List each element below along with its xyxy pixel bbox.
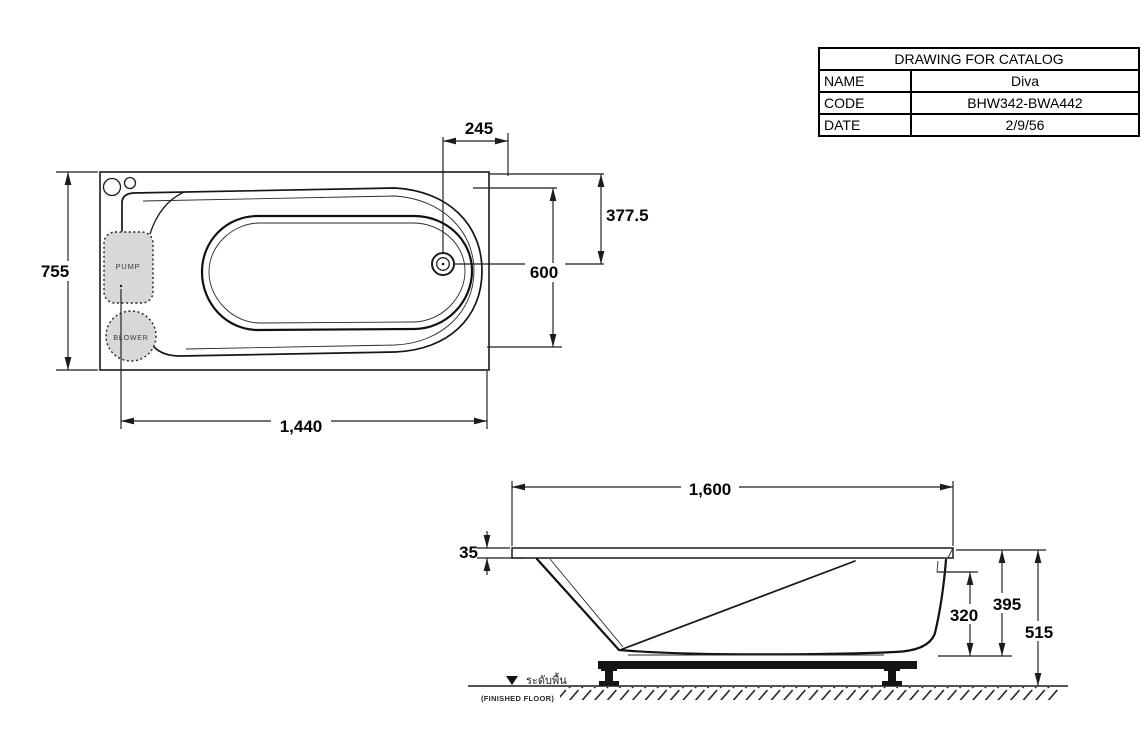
- support-bar: [598, 661, 917, 669]
- dim-overall-length: 1,600: [689, 480, 732, 499]
- title-block-label: CODE: [820, 93, 912, 113]
- jet-circle-small: [123, 176, 137, 190]
- blower-label: BLOWER: [113, 335, 148, 342]
- floor-label-thai: ระดับพื้น: [526, 672, 567, 687]
- pump-label: PUMP: [116, 262, 141, 271]
- drain: [431, 252, 455, 276]
- basin-slope-line: [619, 560, 856, 651]
- dim-inner-width: 600: [530, 263, 558, 282]
- pump-dot: [119, 284, 123, 288]
- title-block-value: 2/9/56: [1005, 117, 1045, 133]
- tub-rim-inner: [142, 195, 475, 350]
- title-block-label: NAME: [820, 71, 912, 91]
- top-view-plan: PUMP BLOWER 755 245 377.: [36, 119, 649, 436]
- floor-label-english: (FINISHED FLOOR): [481, 694, 554, 703]
- tub-shell-profile: [535, 557, 948, 656]
- title-block-label: DATE: [820, 115, 912, 135]
- rim-profile: [511, 547, 954, 559]
- dim-shell-height: 395: [993, 595, 1021, 614]
- title-block-row-date: DATE 2/9/56: [820, 113, 1138, 135]
- floor-level-marker-icon: [506, 676, 518, 685]
- title-block-value: Diva: [1010, 73, 1039, 89]
- pump-box: [103, 231, 154, 304]
- tub-rim-outer: [121, 187, 483, 357]
- tub-basin-inner-line: [208, 222, 466, 324]
- jet-circle-large: [102, 177, 122, 197]
- tub-deck-outline: [99, 171, 490, 371]
- dim-rim-thickness: 35: [459, 543, 478, 562]
- support-leg-left: [599, 668, 619, 686]
- pump-pipe: [149, 191, 185, 235]
- title-block-header: DRAWING FOR CATALOG: [894, 51, 1064, 67]
- title-block-row-name: NAME Diva: [820, 69, 1138, 91]
- blower-circle: [105, 310, 157, 362]
- dim-pump-to-end: 1,440: [280, 417, 323, 436]
- dim-overall-width: 755: [41, 262, 69, 281]
- floor-hatching: [560, 687, 1060, 700]
- dim-drain-offset: 245: [465, 119, 493, 138]
- support-leg-right: [882, 668, 902, 686]
- dim-drain-center: 377.5: [606, 206, 649, 225]
- title-block-value: BHW342-BWA442: [967, 95, 1083, 111]
- dim-basin-depth: 320: [950, 606, 978, 625]
- dim-overall-height: 515: [1025, 623, 1053, 642]
- title-block: DRAWING FOR CATALOG NAME Diva CODE BHW34…: [818, 47, 1140, 137]
- title-block-row-code: CODE BHW342-BWA442: [820, 91, 1138, 113]
- side-view-elevation: ระดับพื้น (FINISHED FLOOR) 1,600 35 320: [459, 479, 1068, 703]
- tub-basin-outline: [200, 214, 474, 332]
